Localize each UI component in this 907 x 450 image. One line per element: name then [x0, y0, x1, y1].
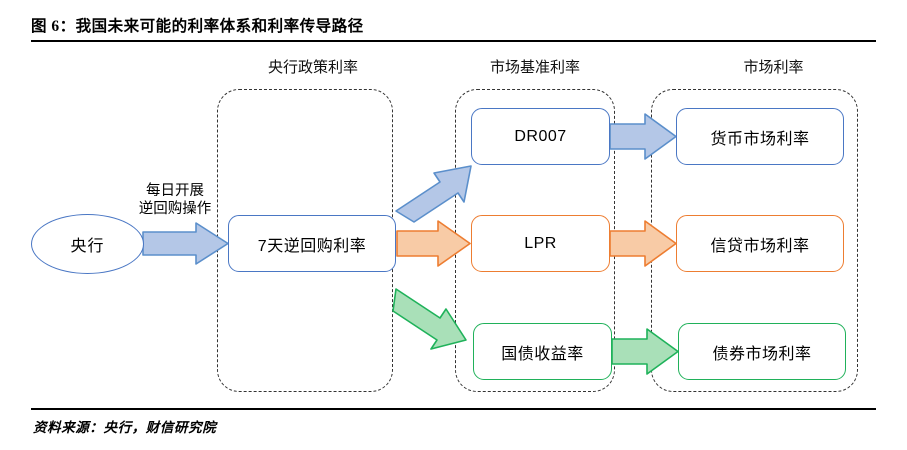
arrow-central-bank-to-reverse-repo	[142, 222, 229, 265]
column-caption-benchmark-rate: 市场基准利率	[489, 59, 580, 76]
node-reverse-repo-rate[interactable]: 7天逆回购利率	[228, 215, 396, 272]
column-caption-market-rate: 市场利率	[743, 59, 804, 76]
node-treasury-yield[interactable]: 国债收益率	[473, 323, 612, 380]
node-money-market-rate[interactable]: 货币市场利率	[676, 108, 844, 165]
node-dr007[interactable]: DR007	[471, 108, 610, 165]
node-bond-market-rate[interactable]: 债券市场利率	[678, 323, 846, 380]
figure-source: 资料来源：央行，财信研究院	[33, 420, 217, 435]
node-lpr[interactable]: LPR	[471, 215, 610, 272]
column-caption-policy-rate: 央行政策利率	[267, 59, 358, 76]
edge-label-line-2: 逆回购操作	[138, 201, 212, 218]
figure-title: 图 6：我国未来可能的利率体系和利率传导路径	[31, 18, 364, 35]
node-central-bank[interactable]: 央行	[31, 214, 144, 274]
edge-label-line-1: 每日开展	[146, 183, 204, 199]
source-divider-rule	[31, 408, 876, 410]
edge-label-daily-reverse-repo: 每日开展 逆回购操作	[120, 182, 230, 218]
node-credit-market-rate[interactable]: 信贷市场利率	[676, 215, 844, 272]
title-divider-rule	[31, 40, 876, 42]
